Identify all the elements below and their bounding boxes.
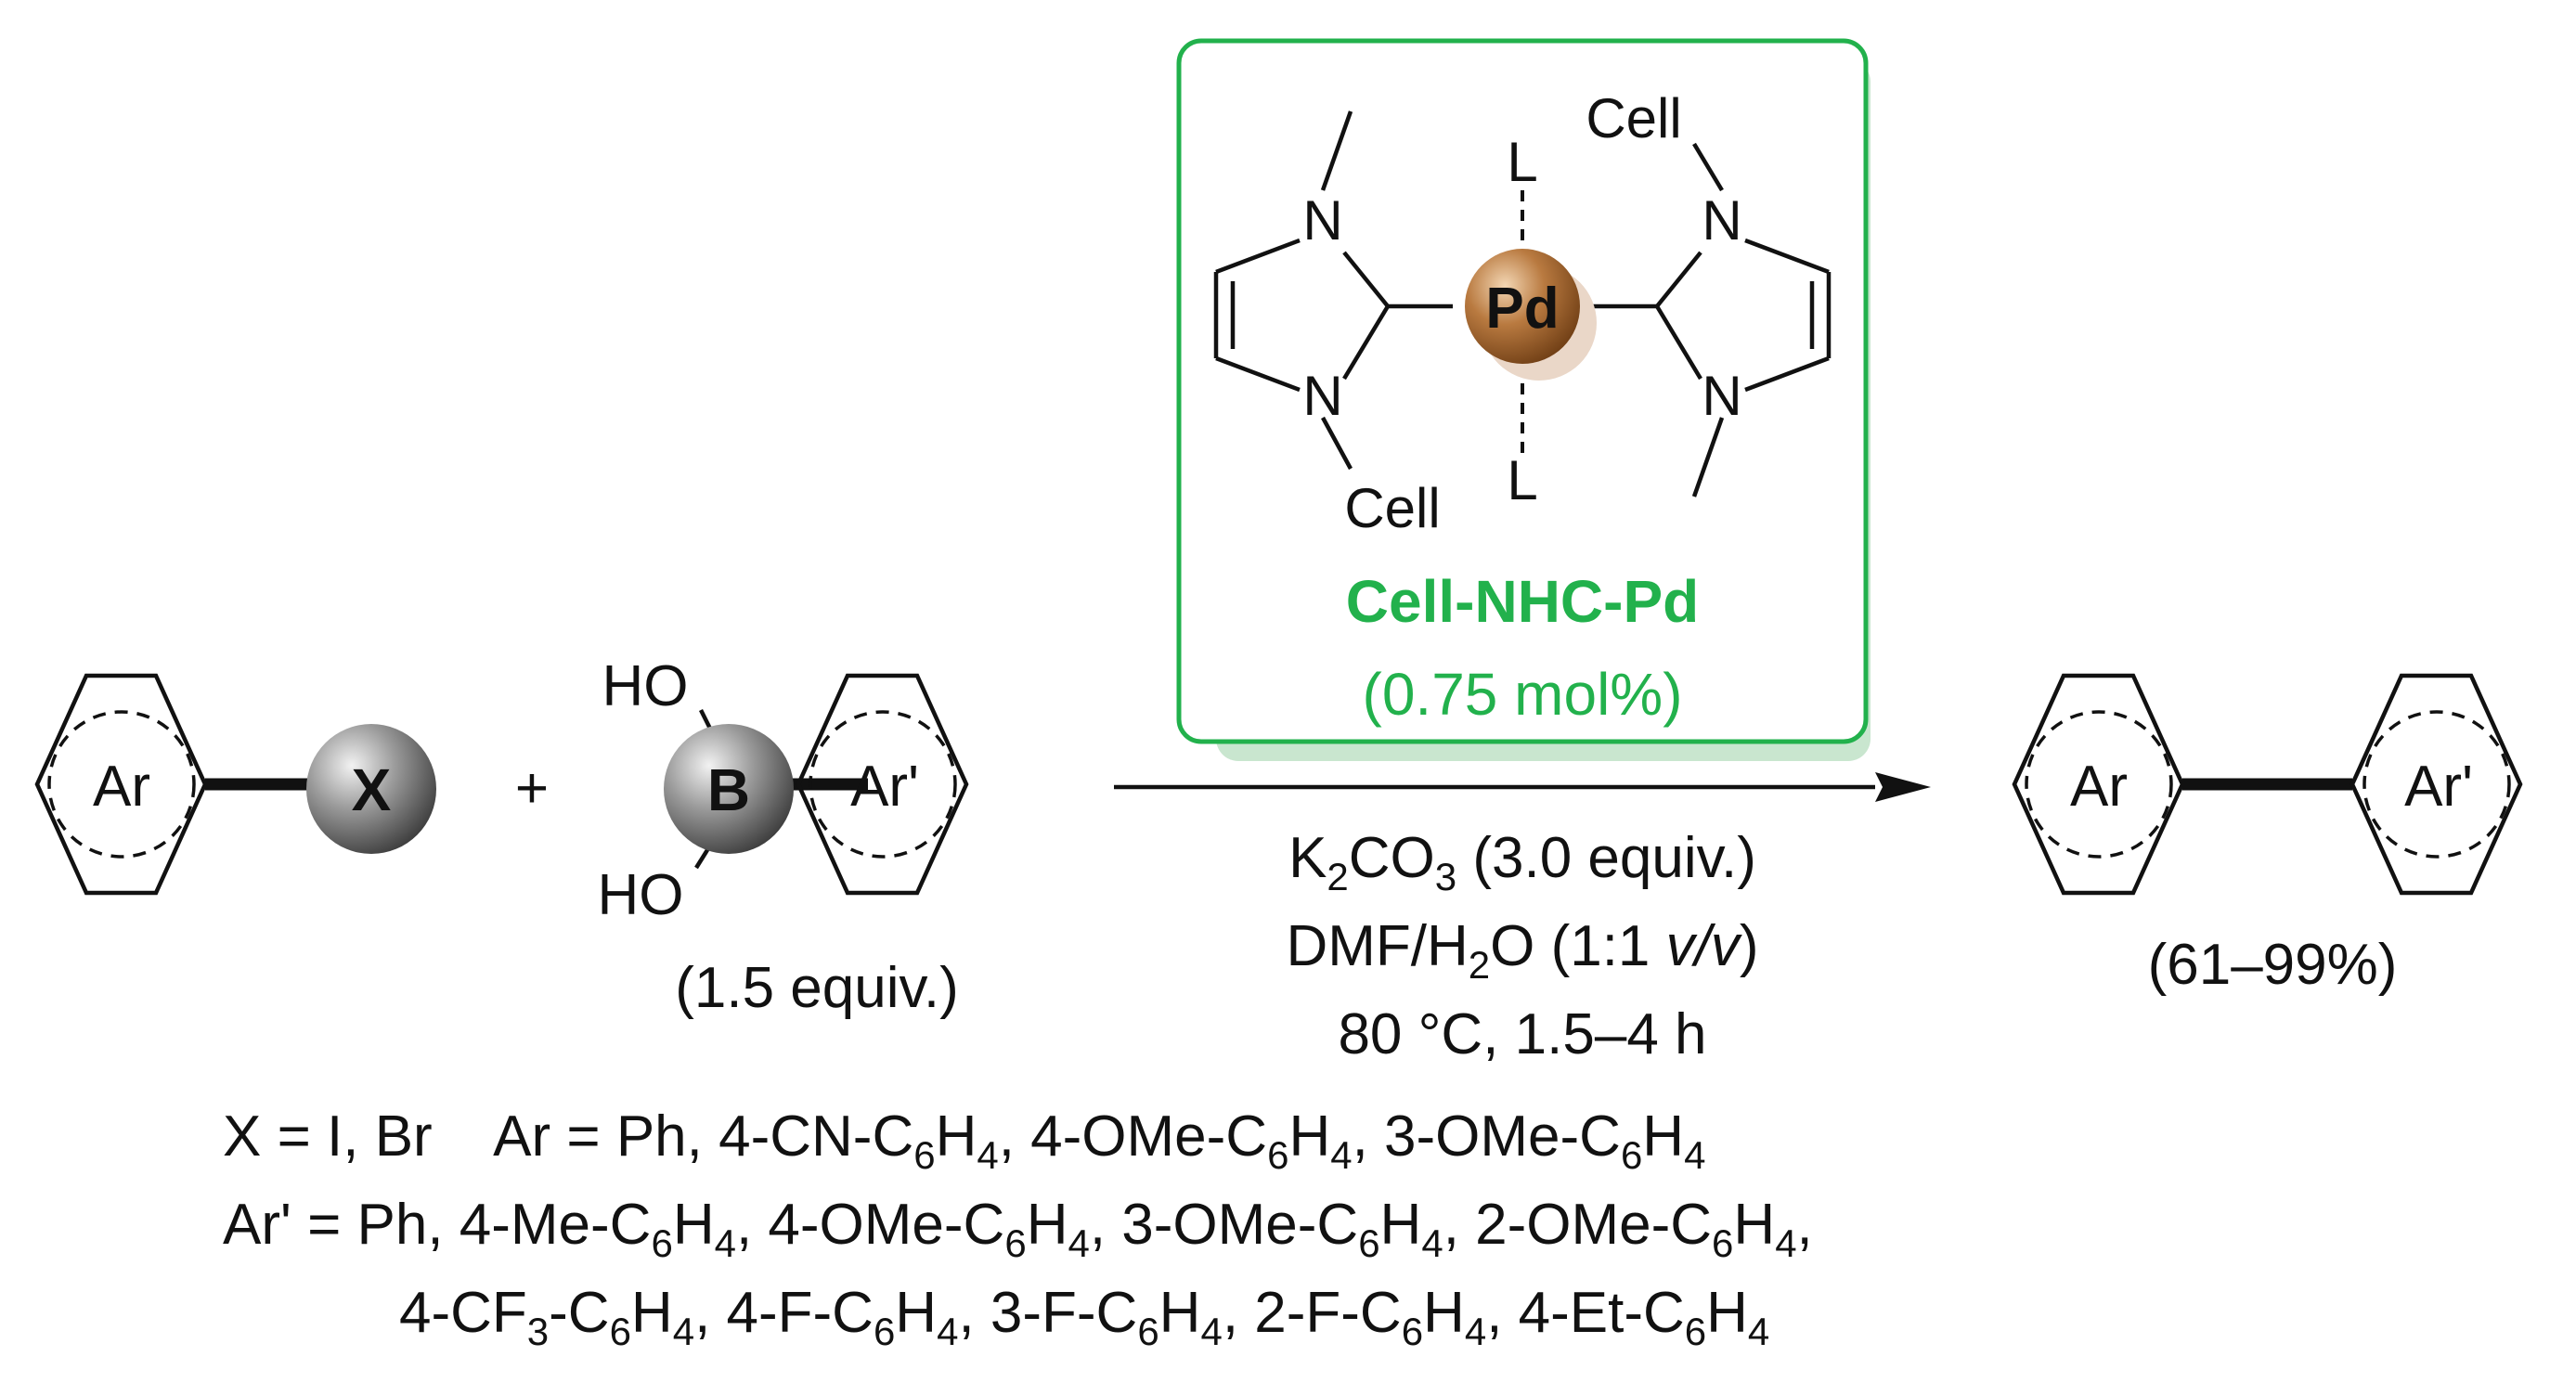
bottom-ligand-label: L [1507,449,1537,511]
upper-hydroxyl-label: HO [602,654,689,718]
product-ar-ring-aromatic-circle [2025,710,2173,859]
product-ar-label: Ar [2070,755,2128,819]
scope-line-2: Ar' = Ph, 4-Me-C6H4, 4-OMe-C6H4, 3-OMe-C… [223,1193,1813,1265]
catalyst-box: N N Cell N N Cell L L Pd Cell-NHC-Pd [1176,38,1871,761]
product-ar-prime-ring-hexagon [2349,673,2523,896]
right-lower-nitrogen: N [1702,365,1741,427]
ar-prime-ring-hexagon [796,673,969,896]
solvent-condition: DMF/H2O (1:1 v/v) [1286,914,1758,987]
product-yield: (61–99%) [2148,933,2398,997]
ar-prime-ring-label: Ar' [850,755,919,819]
right-cell-bond [1692,142,1724,192]
ar-prime-ring-aromatic-circle [809,710,957,859]
left-cell-bond [1321,416,1353,471]
right-methyl-bond [1691,417,1725,497]
left-upper-nitrogen: N [1302,189,1342,252]
right-cell-label: Cell [1586,87,1681,149]
right-upper-nitrogen: N [1702,189,1741,252]
plus-sign: + [515,756,549,820]
left-cell-label: Cell [1344,477,1440,539]
x-sphere [306,724,436,854]
base-condition: K2CO3 (3.0 equiv.) [1288,826,1756,898]
product-biaryl: Ar Ar' (61–99%) [2012,673,2523,997]
top-ligand-label: L [1507,131,1537,193]
temperature-time-condition: 80 °C, 1.5–4 h [1338,1002,1706,1066]
ar-ring-label: Ar [93,755,150,819]
left-nhc-ring [1213,110,1453,471]
reaction-arrow [1114,772,1931,802]
boron-sphere [664,724,794,854]
left-lower-nitrogen: N [1302,365,1342,427]
left-methyl-bond [1320,110,1353,191]
scope-line-3: 4-CF3-C6H4, 4-F-C6H4, 3-F-C6H4, 2-F-C6H4… [399,1281,1769,1353]
right-nhc-ring [1592,142,1832,497]
boronic-acid-equiv: (1.5 equiv.) [675,956,959,1020]
reactant-aryl-halide: Ar X [34,673,436,896]
x-label: X [352,756,392,823]
pd-label: Pd [1485,277,1559,341]
reactant-boronic-acid: HO HO B Ar' (1.5 equiv.) [598,654,969,1020]
lower-hydroxyl-label: HO [598,863,684,927]
product-ar-prime-ring-aromatic-circle [2362,710,2511,859]
catalyst-name: Cell-NHC-Pd [1346,568,1699,635]
ar-ring-aromatic-circle [47,710,196,859]
arrow-head [1875,772,1931,802]
catalyst-loading: (0.75 mol%) [1363,661,1683,728]
boron-label: B [707,756,750,823]
product-ar-prime-label: Ar' [2404,755,2473,819]
scope-line-1: X = I, Br Ar = Ph, 4-CN-C6H4, 4-OMe-C6H4… [223,1104,1705,1177]
pd-sphere [1465,249,1580,364]
